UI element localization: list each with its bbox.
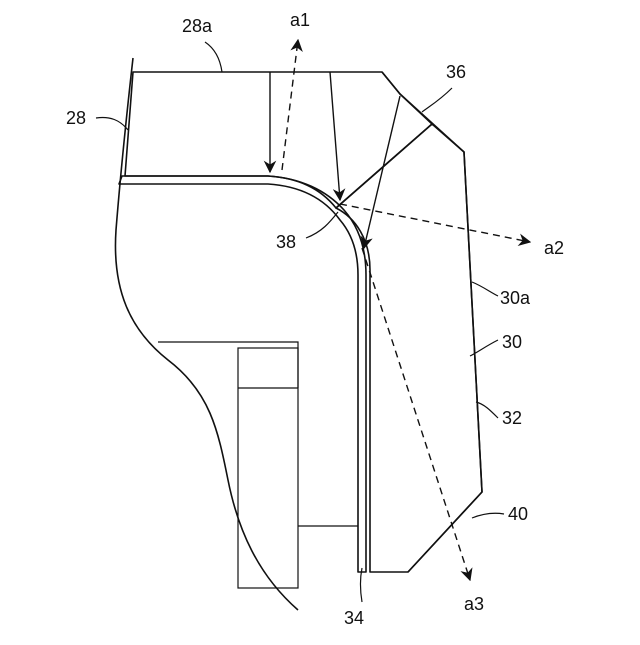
label-a1: a1 [290,10,310,30]
leader-38 [306,212,338,238]
outer-surface-30a [382,72,482,572]
label-30: 30 [502,332,522,352]
ray-a3-arrow [362,248,470,580]
label-a3: a3 [464,594,484,614]
label-28: 28 [66,108,86,128]
reflective-film-34 [119,176,366,572]
leader-28a [205,42,222,72]
ray-solid-2 [330,72,340,200]
label-40: 40 [508,504,528,524]
ray-solid-3 [364,96,400,248]
leader-34 [361,568,363,602]
ray-a2-arrow [340,204,530,242]
lower-block [238,348,298,588]
label-34: 34 [344,608,364,628]
leader-32 [476,402,498,418]
cavity-edge [158,342,298,388]
leader-30a [472,282,498,296]
label-30a: 30a [500,288,531,308]
label-38: 38 [276,232,296,252]
leader-28 [96,118,128,131]
ray-a1-arrow [282,40,298,170]
label-32: 32 [502,408,522,428]
label-a2: a2 [544,238,564,258]
label-36: 36 [446,62,466,82]
leader-40 [472,513,504,518]
upper-member-28 [125,72,432,208]
label-28a: 28a [182,16,213,36]
leader-36 [422,88,452,112]
